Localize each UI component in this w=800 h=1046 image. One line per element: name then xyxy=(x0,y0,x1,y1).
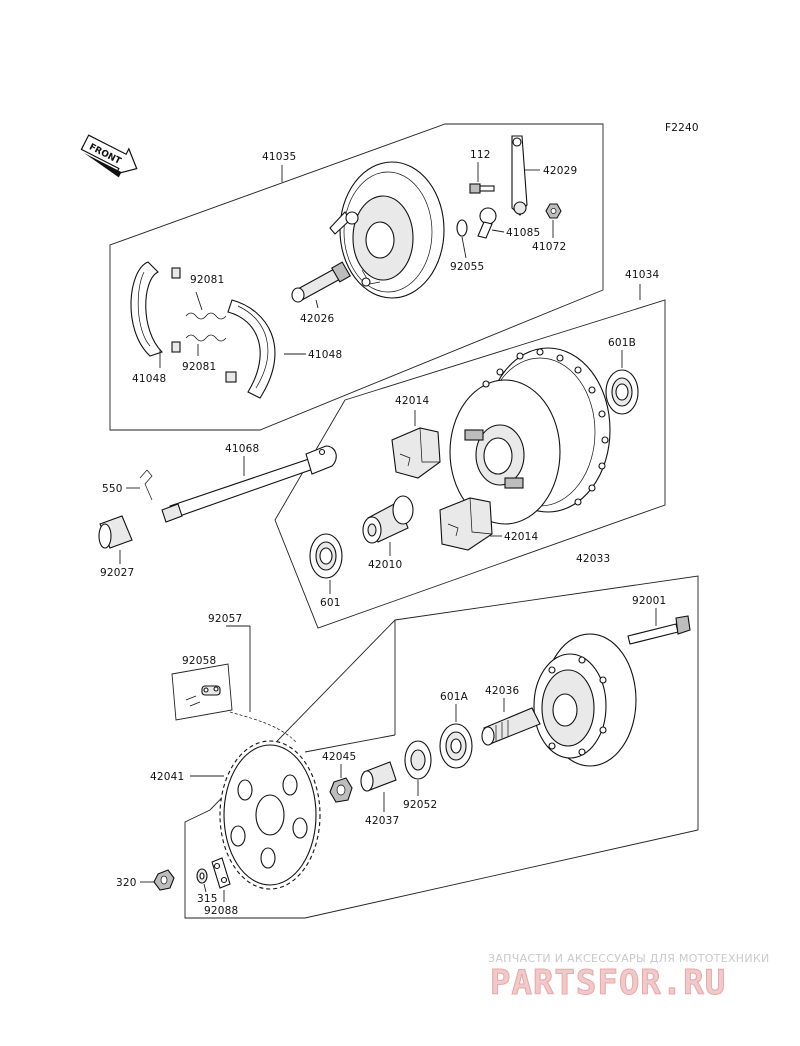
label-42036: 42036 xyxy=(485,685,520,697)
label-92027: 92027 xyxy=(100,567,134,579)
label-112: 112 xyxy=(470,149,491,161)
nut-42045 xyxy=(329,764,353,803)
sprocket-42041 xyxy=(190,740,321,890)
diagram-code: F2240 xyxy=(665,122,699,134)
label-42014-lower: 42014 xyxy=(504,531,539,543)
label-601: 601 xyxy=(320,597,341,609)
label-601A: 601A xyxy=(440,691,469,703)
cotter-pin-550 xyxy=(126,469,153,501)
damper-42014-lower xyxy=(439,497,502,551)
label-320: 320 xyxy=(116,877,137,889)
label-41072: 41072 xyxy=(532,241,566,253)
collar-42037 xyxy=(360,761,397,812)
label-92052: 92052 xyxy=(403,799,437,811)
washer-315 xyxy=(196,868,208,893)
spring-92081-upper xyxy=(185,291,227,320)
group-42033-outline xyxy=(184,575,699,919)
nut-41072 xyxy=(545,203,562,238)
collar-92027 xyxy=(98,515,133,564)
bearing-601A xyxy=(439,704,473,769)
label-41035: 41035 xyxy=(262,151,296,163)
label-601B: 601B xyxy=(608,337,636,349)
label-42026: 42026 xyxy=(300,313,335,325)
wear-indicator-41085 xyxy=(477,207,505,239)
watermark-caption: ЗАПЧАСТИ И АКСЕССУАРЫ ДЛЯ МОТОТЕХНИКИ xyxy=(488,952,770,965)
label-42033: 42033 xyxy=(576,553,610,565)
label-42041: 42041 xyxy=(150,771,184,783)
label-41048-left: 41048 xyxy=(132,373,166,385)
label-92058: 92058 xyxy=(182,655,216,667)
spacer-42010 xyxy=(362,495,414,556)
oil-seal-92052 xyxy=(404,740,432,796)
brake-shoe-right xyxy=(225,299,306,399)
label-42029: 42029 xyxy=(543,165,577,177)
nut-320 xyxy=(140,869,175,891)
label-92081-lower: 92081 xyxy=(182,361,216,373)
brake-cam-42026 xyxy=(291,261,351,309)
label-42010: 42010 xyxy=(368,559,402,571)
label-41085: 41085 xyxy=(506,227,540,239)
label-92001: 92001 xyxy=(632,595,666,607)
label-41048-right: 41048 xyxy=(308,349,342,361)
label-41034: 41034 xyxy=(625,269,660,281)
damper-42014-upper xyxy=(391,410,441,479)
chain-92057 xyxy=(226,625,297,743)
sprocket-hub xyxy=(533,633,637,767)
bolt-112 xyxy=(469,162,495,194)
label-42014-upper: 42014 xyxy=(395,395,430,407)
shaft-42036 xyxy=(481,698,541,746)
group-41035-outline xyxy=(109,123,604,431)
label-92057: 92057 xyxy=(208,613,242,625)
label-92088: 92088 xyxy=(204,905,238,917)
axle-41068 xyxy=(161,445,337,523)
wheel-hub xyxy=(449,347,611,525)
watermark-logo: PARTSFOR.RU xyxy=(490,963,726,1003)
brake-lever-42029 xyxy=(511,135,540,216)
spring-92081-lower xyxy=(185,334,227,356)
bearing-601B xyxy=(605,350,639,415)
bolt-92001 xyxy=(627,608,691,645)
master-link-92058 xyxy=(171,663,233,721)
brake-panel xyxy=(329,161,445,299)
label-92055: 92055 xyxy=(450,261,484,273)
label-315: 315 xyxy=(197,893,218,905)
label-42037: 42037 xyxy=(365,815,399,827)
bearing-601 xyxy=(309,533,343,594)
group-41034-outline xyxy=(274,299,666,629)
label-42045: 42045 xyxy=(322,751,356,763)
lock-washer-92088 xyxy=(211,857,231,902)
label-550: 550 xyxy=(102,483,123,495)
label-92081-upper: 92081 xyxy=(190,274,224,286)
o-ring-92055 xyxy=(456,219,468,259)
brake-shoe-left xyxy=(130,261,181,368)
label-41068: 41068 xyxy=(225,443,259,455)
front-arrow-icon: FRONT xyxy=(80,134,138,178)
